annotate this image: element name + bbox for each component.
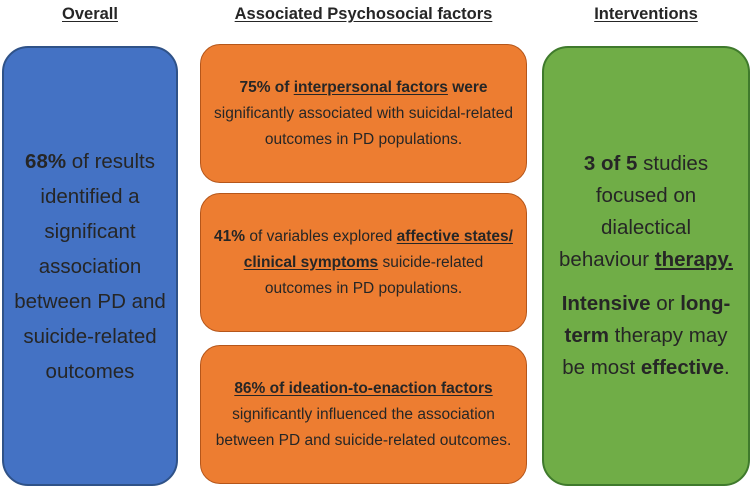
interventions-paragraph-1: 3 of 5 studies focused on dialectical be… xyxy=(554,148,738,276)
overall-body: of results identified a significant asso… xyxy=(14,149,166,383)
factor-body-a: of variables explored xyxy=(245,227,397,245)
factor-highlight-tail: were xyxy=(447,78,488,96)
factor-highlight-underlined: 86% of ideation-to-enaction factors xyxy=(234,379,493,397)
factor-box-affective: 41% of variables explored affective stat… xyxy=(200,193,527,332)
interventions-header: Interventions xyxy=(594,5,698,23)
interventions-effective: effective xyxy=(640,356,725,379)
factor-body: significantly influenced the association… xyxy=(215,405,512,449)
interventions-body: therapy may be most xyxy=(562,324,728,379)
overall-header: Overall xyxy=(62,5,118,23)
factor-body-b: suicide-related outcomes in PD populatio… xyxy=(264,253,484,297)
factor-text: 75% of interpersonal factors were signif… xyxy=(213,75,514,153)
overall-text: 68% of results identified a significant … xyxy=(10,144,170,389)
interventions-box: 3 of 5 studies focused on dialectical be… xyxy=(542,46,750,486)
factor-body: significantly associated with suicidal-r… xyxy=(214,104,513,148)
factor-highlight-underlined: interpersonal factors xyxy=(293,78,448,96)
interventions-body: . xyxy=(724,356,730,379)
factor-text: 41% of variables explored affective stat… xyxy=(213,224,514,302)
factor-box-ideation: 86% of ideation-to-enaction factors sign… xyxy=(200,345,527,484)
interventions-intensive: Intensive xyxy=(561,292,651,315)
factor-highlight: 41% xyxy=(214,227,246,245)
interventions-text: 3 of 5 studies focused on dialectical be… xyxy=(554,148,738,384)
interventions-therapy: therapy. xyxy=(654,248,733,271)
interventions-body: or xyxy=(650,292,681,315)
factors-header: Associated Psychosocial factors xyxy=(234,5,493,23)
overall-box: 68% of results identified a significant … xyxy=(2,46,178,486)
factor-box-interpersonal: 75% of interpersonal factors were signif… xyxy=(200,44,527,183)
interventions-highlight: 3 of 5 xyxy=(583,152,638,175)
overall-highlight: 68% xyxy=(25,149,67,173)
interventions-body: studies focused on dialectical behaviour xyxy=(559,152,709,271)
factor-text: 86% of ideation-to-enaction factors sign… xyxy=(213,376,514,454)
factor-highlight-underlined: affective states/ clinical symptoms xyxy=(243,227,513,271)
factor-highlight: 75% of xyxy=(239,78,294,96)
interventions-paragraph-2: Intensive or long-term therapy may be mo… xyxy=(554,288,738,384)
interventions-long-term: long-term xyxy=(564,292,731,347)
